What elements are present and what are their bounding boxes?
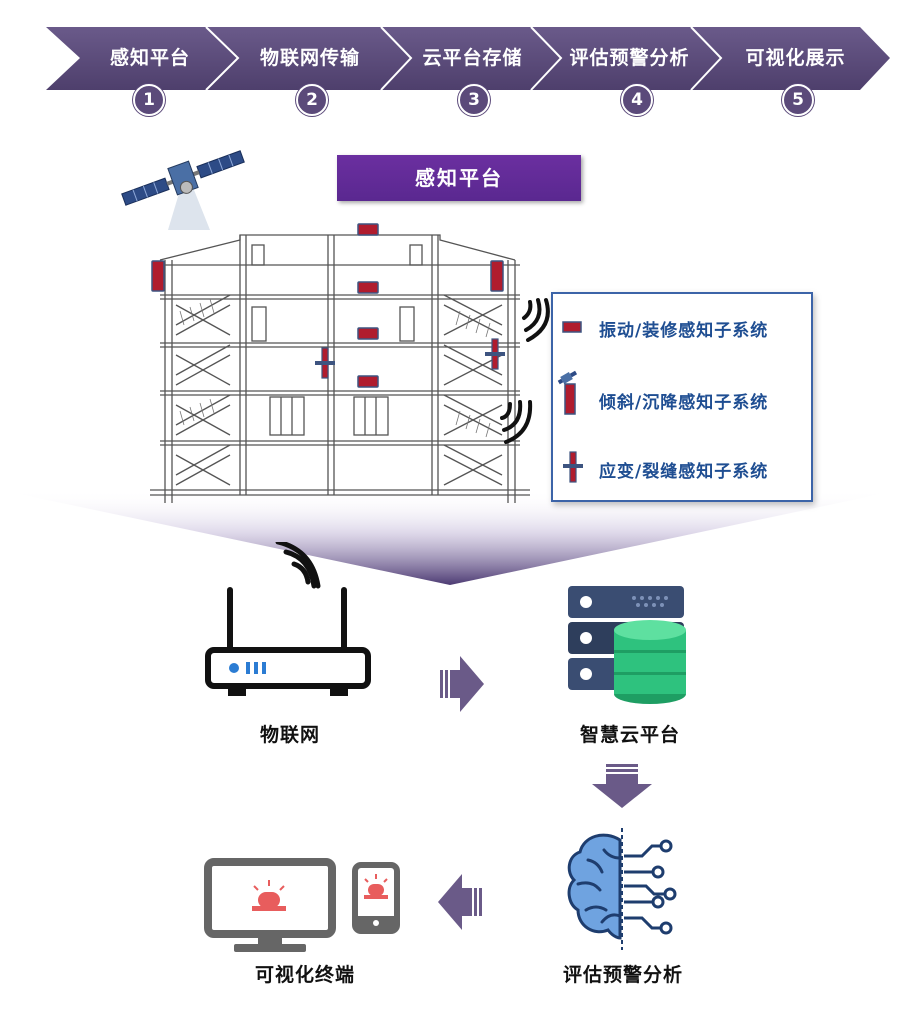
flow-arrow-down [592,764,652,808]
terminal-caption: 可视化终端 [254,964,355,986]
chevron-step-2 [206,27,411,90]
legend-item-strain: 应变/裂缝感知子系统 [599,462,769,482]
step-3-number: 3 [458,84,490,116]
strain-sensor [485,338,505,370]
step-2-number: 2 [296,84,328,116]
legend-item-tilt: 倾斜/沉降感知子系统 [599,393,769,413]
satellite-icon [121,150,245,230]
tilt-sensor [490,260,504,292]
chevron-step-3 [381,27,561,90]
step-4-number: 4 [621,84,653,116]
horizontal-sensor-icon [562,321,582,333]
flow-arrow-left [438,874,482,930]
step-2-label: 物联网传输 [259,47,360,69]
analysis-caption: 评估预警分析 [562,964,683,986]
cloud-database-icon [568,586,686,704]
chevron-step-4 [531,27,721,90]
iot-caption: 物联网 [259,724,320,746]
sensor-markers [151,223,505,388]
vibration-sensor [357,223,379,236]
legend-item-vibration: 振动/装修感知子系统 [599,321,769,341]
process-chevron-bar [46,26,890,91]
step-1-label: 感知平台 [109,47,190,69]
step-5-label: 可视化展示 [745,47,846,69]
tilt-sensor [151,260,165,292]
vibration-sensor [357,327,379,340]
router-icon [205,542,371,696]
funnel-shape [0,490,900,585]
building-section-drawing [150,223,530,503]
strain-sensor [315,347,335,379]
cross-sensor-icon [563,451,583,483]
monitor-icon [204,858,336,952]
vibration-sensor [357,375,379,388]
sensor-legend: 振动/装修感知子系统 倾斜/沉降感知子系统 应变/裂缝感知子系统 [551,292,813,502]
step-4-label: 评估预警分析 [569,47,690,69]
vertical-sensor-icon [557,370,578,415]
chevron-step-1 [46,27,238,90]
flow-arrow-right [440,656,484,712]
wireless-signal-icon [500,400,533,444]
chevron-step-5 [691,27,890,90]
vibration-sensor [357,281,379,294]
wireless-signal-icon [522,298,550,342]
perception-platform-title: 感知平台 [337,155,581,201]
step-5-number: 5 [782,84,814,116]
step-3-label: 云平台存储 [422,47,523,69]
phone-icon [352,862,400,934]
ai-brain-icon [567,828,677,950]
step-1-number: 1 [133,84,165,116]
alarm-icon [252,880,286,911]
cloud-caption: 智慧云平台 [579,724,680,746]
alarm-icon [364,874,388,899]
